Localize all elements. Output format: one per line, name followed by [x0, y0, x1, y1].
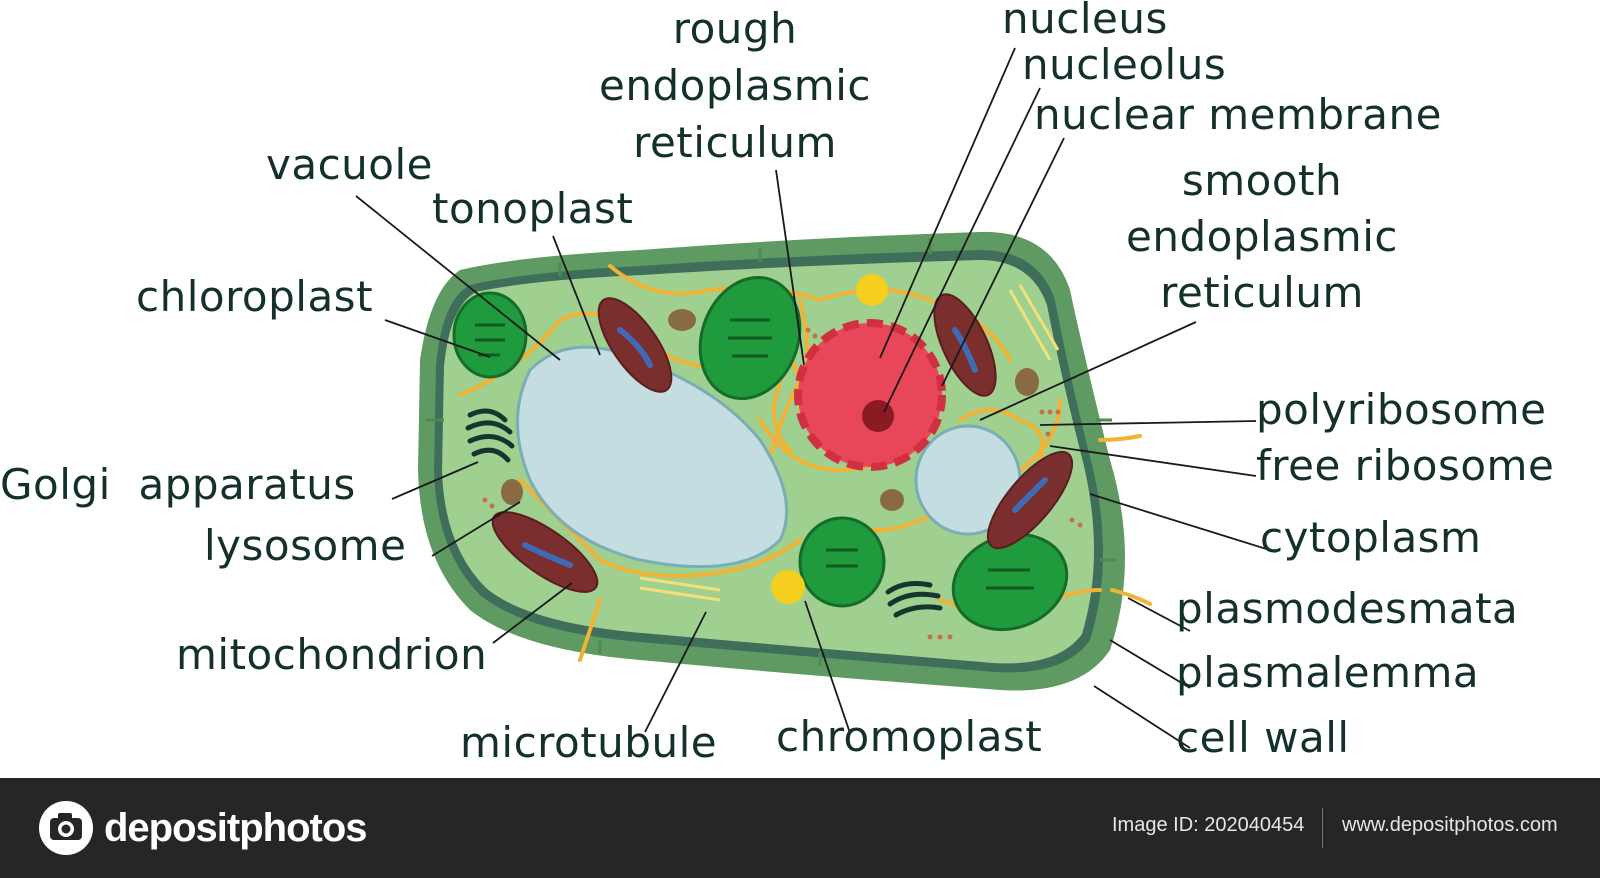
label-microtubule: microtubule — [460, 718, 717, 768]
label-lysosome: lysosome — [204, 521, 406, 571]
nucleolus-shape — [862, 400, 894, 432]
nucleus-shape — [798, 323, 942, 467]
label-plasmalemma: plasmalemma — [1176, 648, 1479, 698]
footer-divider — [1322, 808, 1323, 848]
watermark-footer: depositphotos Image ID: 202040454 www.de… — [0, 778, 1600, 878]
label-free-ribosome: free ribosome — [1256, 441, 1554, 491]
brand-name: depositphotos — [104, 806, 367, 851]
label-tonoplast: tonoplast — [432, 184, 633, 234]
plant-cell-diagram: rough endoplasmic reticulum nucleus nucl… — [0, 0, 1600, 778]
label-rough-er: rough endoplasmic reticulum — [590, 4, 880, 168]
label-cytoplasm: cytoplasm — [1260, 513, 1481, 563]
label-golgi-apparatus: Golgi apparatus — [0, 460, 356, 510]
label-nuclear-membrane: nuclear membrane — [1034, 90, 1442, 140]
label-vacuole: vacuole — [266, 140, 433, 190]
camera-logo-icon — [38, 800, 94, 856]
label-chromoplast: chromoplast — [776, 712, 1042, 762]
label-mitochondrion: mitochondrion — [176, 630, 487, 680]
label-smooth-er: smooth endoplasmic reticulum — [1112, 156, 1412, 318]
image-id-text: Image ID: 202040454 — [1112, 814, 1304, 837]
label-chloroplast: chloroplast — [136, 272, 373, 322]
label-nucleus: nucleus — [1002, 0, 1168, 44]
label-nucleolus: nucleolus — [1022, 40, 1226, 90]
label-polyribosome: polyribosome — [1256, 385, 1547, 435]
brand[interactable]: depositphotos — [38, 800, 367, 856]
label-plasmodesmata: plasmodesmata — [1176, 584, 1518, 634]
label-cell-wall: cell wall — [1176, 713, 1350, 763]
site-url-link[interactable]: www.depositphotos.com — [1342, 814, 1558, 837]
chromoplast-shape — [771, 570, 805, 604]
